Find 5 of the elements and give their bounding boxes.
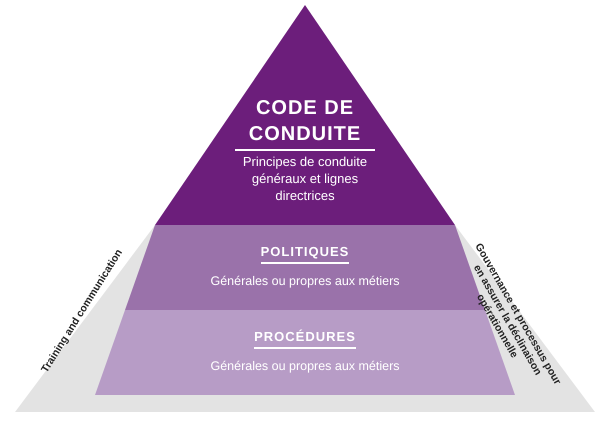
section-heading: PROCÉDURES [254, 329, 356, 349]
section-description: Principes de conduite généraux et lignes directrices [242, 153, 368, 204]
section-heading: POLITIQUES [260, 244, 350, 264]
section-heading: CODE DE CONDUITE [235, 95, 375, 151]
section-description: Générales ou propres aux métiers [210, 358, 400, 375]
